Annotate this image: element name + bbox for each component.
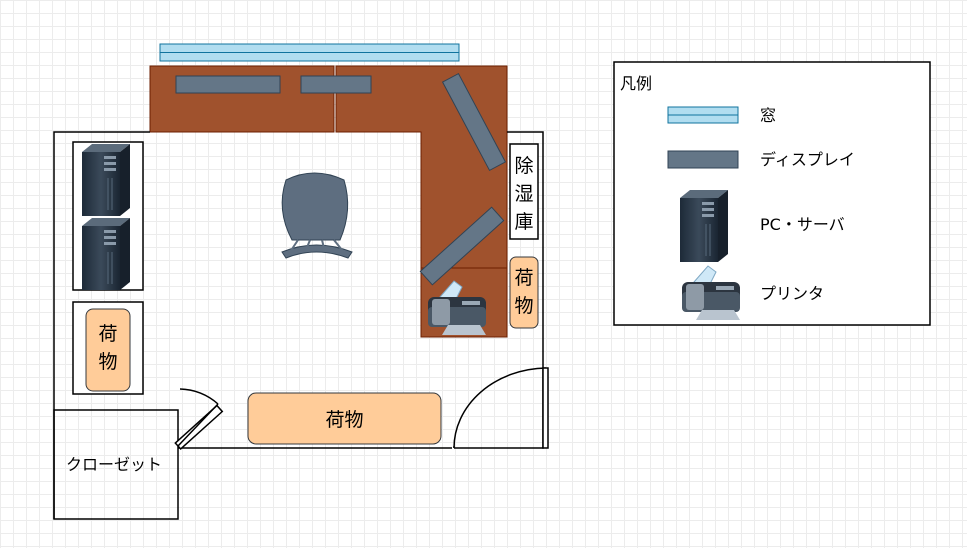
closet-label: クローゼット (66, 455, 162, 474)
pc-server-icon (679, 189, 729, 263)
legend-title: 凡例 (620, 74, 652, 93)
luggage-right: 荷 物 (509, 256, 539, 329)
pc-rack (72, 141, 144, 291)
office-chair (281, 172, 353, 259)
displays (175, 72, 507, 286)
legend-label-display: ディスプレイ (760, 150, 855, 169)
legend-item-printer: プリンタ (681, 265, 824, 321)
legend-box (613, 61, 931, 326)
display-4 (419, 206, 505, 286)
luggage-bottom-label: 荷物 (325, 409, 363, 431)
display-3 (441, 72, 507, 172)
pc-server-icon (81, 143, 131, 217)
luggage-left-shelf: 荷 物 (72, 301, 144, 395)
pc-server-icon (81, 217, 131, 291)
luggage-left-label-2: 物 (98, 351, 117, 373)
legend: 凡例 窓 ディスプレイ PC・サーバ プリンタ (613, 61, 931, 326)
room-walls (53, 131, 544, 520)
dehumidifier-label-1: 除 (514, 155, 533, 177)
luggage-left-label-1: 荷 (98, 323, 117, 345)
dehumidifier-label-3: 庫 (514, 211, 533, 233)
luggage-right-label-1: 荷 (514, 267, 533, 289)
legend-item-display: ディスプレイ (667, 150, 855, 169)
closet-door[interactable] (174, 388, 224, 451)
display-1 (175, 75, 281, 94)
legend-item-pc-server: PC・サーバ (679, 189, 845, 263)
legend-label-pc-server: PC・サーバ (760, 215, 845, 234)
dehumidifier-cabinet: 除 湿 庫 (509, 143, 539, 240)
room-door[interactable] (453, 367, 549, 449)
luggage-right-label-2: 物 (514, 295, 533, 317)
luggage-bottom: 荷物 (247, 392, 442, 445)
legend-item-window: 窓 (667, 106, 776, 125)
display-2 (300, 75, 372, 94)
display-icon (667, 150, 739, 169)
legend-label-printer: プリンタ (760, 284, 824, 303)
legend-label-window: 窓 (760, 106, 776, 125)
window (159, 43, 460, 62)
dehumidifier-label-2: 湿 (514, 183, 533, 205)
